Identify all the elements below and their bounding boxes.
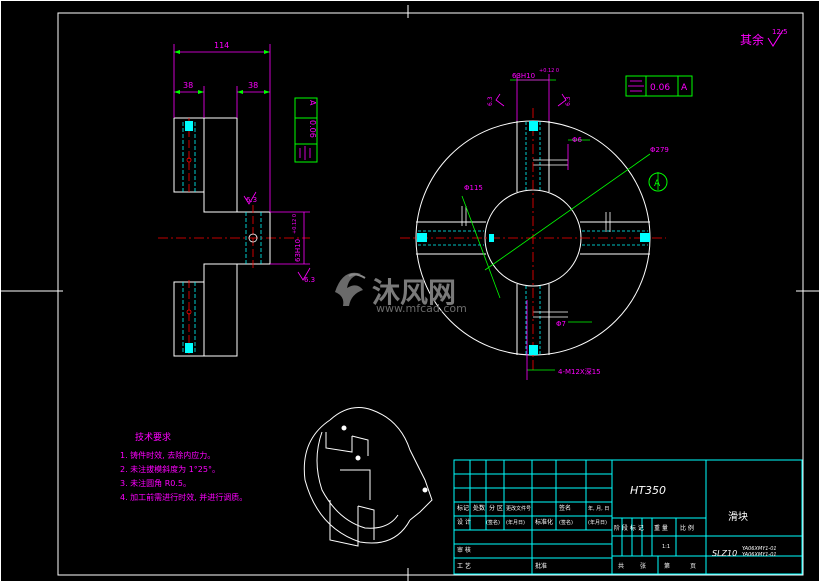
side-parallel-value: 0.06 [308,120,317,138]
tb-label-mark: 标记 [457,504,469,512]
watermark-text-cn: 沐风网 [372,276,456,309]
frame-center-marks [0,5,820,582]
dim-outer-diameter: Φ279 [650,146,669,154]
tech-req-item-4: 4. 加工前需进行时效, 并进行调质。 [120,492,247,502]
roughness-front-right-icon [557,93,567,107]
roughness-side-bottom-icon [297,267,311,281]
tb-label-standard: 标准化 [535,518,553,526]
tech-req-item-2: 2. 未注拔模斜度为 1°25°。 [120,464,220,474]
tb-label-process: 工 艺 [457,562,471,570]
tb-label-standard-sign: (签名) [559,519,573,526]
side-outline-top [174,117,238,213]
dim-front-slot: 63H10 [512,72,535,80]
surface-roughness-note: 其余 12.5 [740,28,788,47]
tb-label-design: 设 计 [457,518,471,526]
drawing-frame-border [57,12,804,576]
side-outline [173,117,271,357]
tb-scale-label: 比 例 [680,524,694,532]
symmetry-icon [628,80,644,92]
dim-inner-diameter: Φ115 [464,184,483,192]
title-block[interactable] [453,459,803,575]
side-view[interactable]: 114 38 38 63H10 +0.12 0 6.3 6.3 A 0.06 [158,41,318,357]
tb-label-standard-date: (年月日) [588,519,607,526]
tb-label-sign: 签名 [559,504,571,512]
front-dim-lines [516,74,569,380]
tb-material: HT350 [630,484,666,497]
tb-label-approve: 批准 [535,562,547,570]
roughness-front-left-icon [495,93,505,107]
roughness-note-value: 12.5 [772,28,788,36]
tb-sheet-no-label: 第 [664,562,670,570]
front-view[interactable]: 63H10 +0.12 0 Φ279 Φ115 Φ6 Φ7 4-M12X深15 … [400,68,693,380]
tb-label-design-sign: (签名) [486,519,500,526]
dim-hole-6: Φ6 [572,136,583,144]
front-sym-datum: A [681,83,688,93]
tb-drawing-number: SLZ10 [712,549,737,558]
tech-req-title: 技术要求 [135,431,171,443]
front-highlight-markers [417,121,650,355]
roughness-symbol-icon [767,29,784,47]
tb-stage-label: 阶 段 标 记 [614,524,644,532]
front-sym-value: 0.06 [650,83,670,93]
tb-part-name: 滑块 [728,511,748,523]
roughness-side-top-icon [243,191,257,205]
dim-overall-width: 114 [214,41,229,50]
side-dim-arrows [174,50,270,94]
tb-label-date: 年, 月, 日 [588,505,609,512]
front-leaders [461,79,659,371]
dim-right-flange: 38 [248,81,258,90]
tb-label-count: 处数 [473,504,485,512]
front-symmetry-frame: 0.06 A [625,75,693,97]
watermark-logo-icon [335,272,366,306]
front-slots [416,121,650,355]
title-block-text: 标记 处数 分 区 更改文件号 签名 年, 月, 日 设 计 (签名) (年月日… [457,484,777,570]
datum-a-circle [648,172,668,192]
front-centerlines [400,108,666,370]
tb-label-change-doc: 更改文件号 [506,505,531,512]
symmetry-icon [299,146,311,160]
tb-page-label: 页 [690,563,696,570]
tb-label-review: 审 核 [457,546,471,554]
tech-req-item-1: 1. 铸件时效, 去除内应力。 [120,450,215,460]
roughness-front-left: 6.3 [487,96,494,106]
side-hidden-lines [182,122,262,352]
front-hidden-holes [418,122,648,354]
roughness-front-right: 6.3 [565,96,572,106]
tb-drawing-suffix-1: YA06XMY1-01 [742,546,777,552]
dim-side-bore-tol: +0.12 0 [292,214,298,234]
roughness-note-text: 其余 [740,32,764,47]
tb-drawing-suffix-2: YA06XMY1-01 [742,552,777,558]
side-center-hole [248,233,258,243]
tb-sheet-unit-label: 张 [640,562,646,570]
isometric-view [303,407,433,547]
side-parallelism-frame: A 0.06 [294,97,318,163]
tb-weight-label: 重 量 [654,524,668,532]
tb-label-zone: 分 区 [489,504,503,512]
technical-requirements: 技术要求 1. 铸件时效, 去除内应力。 2. 未注拔模斜度为 1°25°。 3… [120,431,247,502]
side-parallel-datum: A [308,100,317,106]
datum-a-label: A [654,179,661,189]
tb-scale-value: 1:1 [662,544,670,550]
side-bolt-centerlines [188,118,254,356]
dim-threads: 4-M12X深15 [558,367,601,376]
roughness-side-bottom: 6.3 [304,276,315,284]
dim-left-flange: 38 [183,81,193,90]
watermark-url: www.mfcad.com [376,302,467,315]
side-highlight-markers [185,121,193,353]
dim-hole-7: Φ7 [556,320,566,328]
watermark: 沐风网 www.mfcad.com [335,272,467,315]
tb-sheet-total-label: 共 [618,562,624,570]
dim-front-slot-tol: +0.12 0 [539,68,559,74]
tech-req-item-3: 3. 未注圆角 R0.5。 [120,478,191,488]
side-dimensions [173,44,310,265]
front-tapped-holes [461,159,611,318]
tb-label-design-date: (年月日) [506,519,525,526]
dim-side-bore: 63H10 [294,239,302,262]
